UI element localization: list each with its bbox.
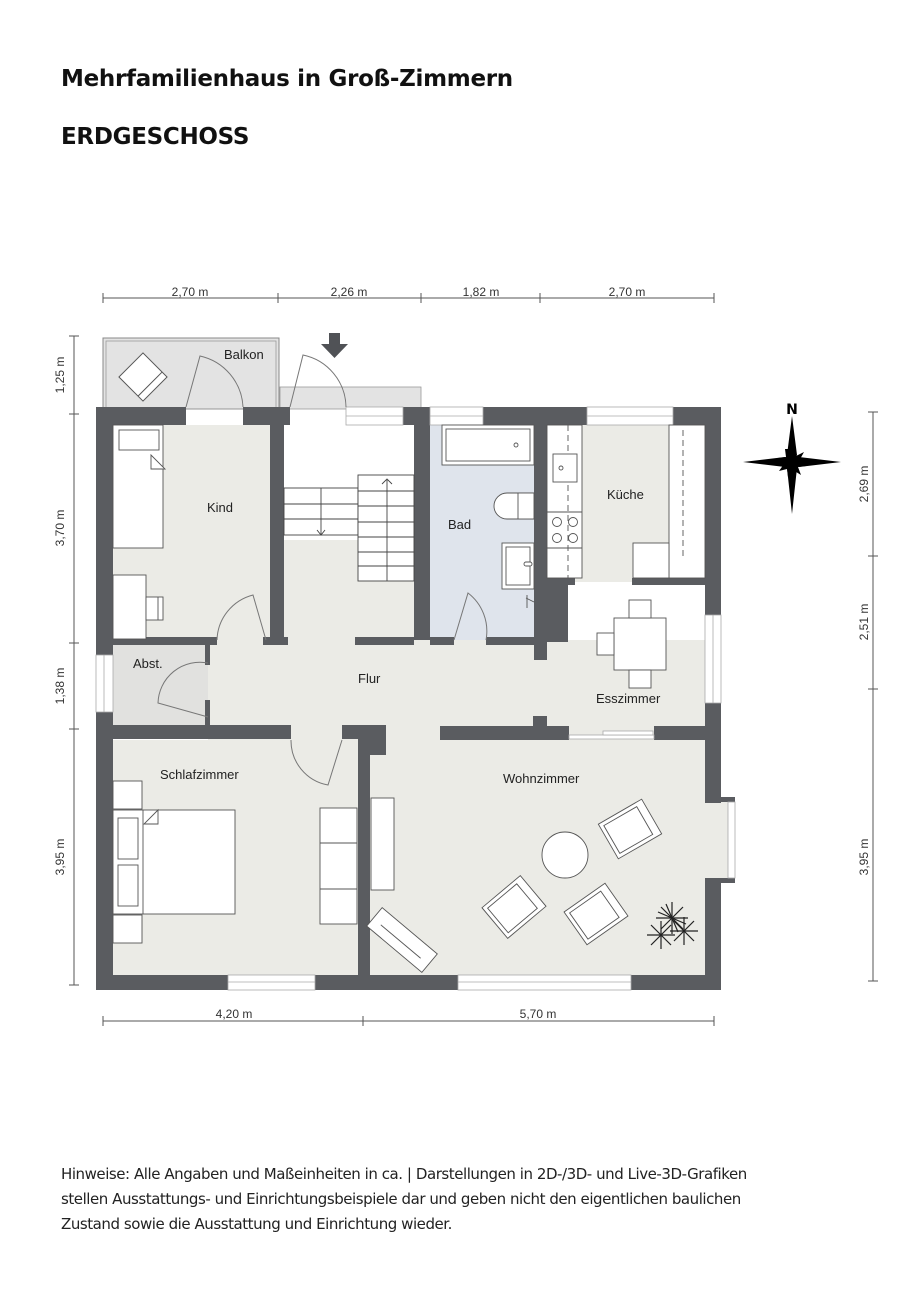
desk-chair-icon bbox=[145, 596, 164, 621]
dimension-left bbox=[69, 335, 79, 986]
tv-bench-icon bbox=[366, 907, 438, 973]
compass-icon: N bbox=[743, 402, 841, 514]
stove-icon bbox=[552, 517, 562, 527]
compass-north-label: N bbox=[786, 402, 798, 418]
sideboard-icon bbox=[370, 797, 395, 891]
disclaimer-notes: Hinweise: Alle Angaben und Maßeinheiten … bbox=[61, 1162, 881, 1237]
balcony-chair-icon bbox=[118, 352, 168, 402]
dim-bottom-2: 5,70 m bbox=[520, 1007, 557, 1021]
room-label-flur: Flur bbox=[358, 671, 381, 686]
chair-icon bbox=[628, 669, 652, 689]
fridge-icon bbox=[632, 542, 670, 579]
wardrobe-icon bbox=[319, 807, 358, 925]
dimension-bottom bbox=[102, 1016, 715, 1026]
notes-line-3: Zustand sowie die Ausstattung und Einric… bbox=[61, 1215, 452, 1233]
plant-icon bbox=[647, 902, 698, 949]
kitchen-sink-icon bbox=[552, 453, 578, 483]
dim-left-2: 3,70 m bbox=[53, 510, 67, 547]
room-label-kind: Kind bbox=[207, 500, 233, 515]
desk-icon bbox=[112, 574, 147, 640]
wohnzimmer-furniture bbox=[366, 797, 663, 973]
dim-top-2: 2,26 m bbox=[331, 285, 368, 299]
windows bbox=[95, 406, 736, 991]
walls bbox=[96, 407, 735, 990]
dim-bottom-1: 4,20 m bbox=[216, 1007, 253, 1021]
dim-left-4: 3,95 m bbox=[53, 839, 67, 876]
room-label-abst: Abst. bbox=[133, 656, 163, 671]
dim-right-3: 3,95 m bbox=[857, 839, 871, 876]
dim-top-1: 2,70 m bbox=[172, 285, 209, 299]
room-label-bad: Bad bbox=[448, 517, 471, 532]
counter-right bbox=[668, 424, 706, 579]
kind-furniture bbox=[112, 424, 167, 640]
dim-left-3: 1,38 m bbox=[53, 668, 67, 705]
doors bbox=[157, 354, 488, 786]
dimension-right bbox=[868, 411, 878, 982]
armchair-icon bbox=[563, 882, 629, 946]
bad-furniture bbox=[441, 424, 535, 608]
schlafzimmer-furniture bbox=[112, 780, 358, 944]
chair-icon bbox=[596, 632, 615, 656]
dim-top-3: 1,82 m bbox=[463, 285, 500, 299]
entrance-step bbox=[279, 386, 422, 410]
room-label-esszimmer: Esszimmer bbox=[596, 691, 661, 706]
nightstand-icon bbox=[112, 914, 143, 944]
dim-left-1: 1,25 m bbox=[53, 357, 67, 394]
armchair-icon bbox=[481, 874, 547, 940]
dining-table-icon bbox=[613, 617, 667, 671]
esszimmer-furniture bbox=[596, 599, 667, 689]
balcony bbox=[102, 337, 280, 410]
entrance-arrow-icon bbox=[321, 333, 348, 358]
armchair-icon bbox=[597, 798, 663, 860]
room-label-balkon: Balkon bbox=[224, 347, 264, 362]
notes-line-1: Hinweise: Alle Angaben und Maßeinheiten … bbox=[61, 1165, 747, 1183]
nightstand-icon bbox=[112, 780, 143, 810]
dim-right-2: 2,51 m bbox=[857, 604, 871, 641]
floor-title: ERDGESCHOSS bbox=[61, 124, 250, 150]
room-label-kueche: Küche bbox=[607, 487, 644, 502]
chair-icon bbox=[628, 599, 652, 619]
property-title: Mehrfamilienhaus in Groß-Zimmern bbox=[61, 66, 513, 92]
room-label-wohnzimmer: Wohnzimmer bbox=[503, 771, 580, 786]
kueche-furniture bbox=[546, 424, 706, 579]
dim-top-4: 2,70 m bbox=[609, 285, 646, 299]
dim-right-1: 2,69 m bbox=[857, 466, 871, 503]
staircase bbox=[283, 474, 415, 582]
room-label-schlafzimmer: Schlafzimmer bbox=[160, 767, 239, 782]
counter-left bbox=[546, 424, 583, 579]
dimension-top bbox=[102, 293, 715, 303]
coffee-table-icon bbox=[541, 831, 589, 879]
notes-line-2: stellen Ausstattungs- und Einrichtungsbe… bbox=[61, 1190, 741, 1208]
